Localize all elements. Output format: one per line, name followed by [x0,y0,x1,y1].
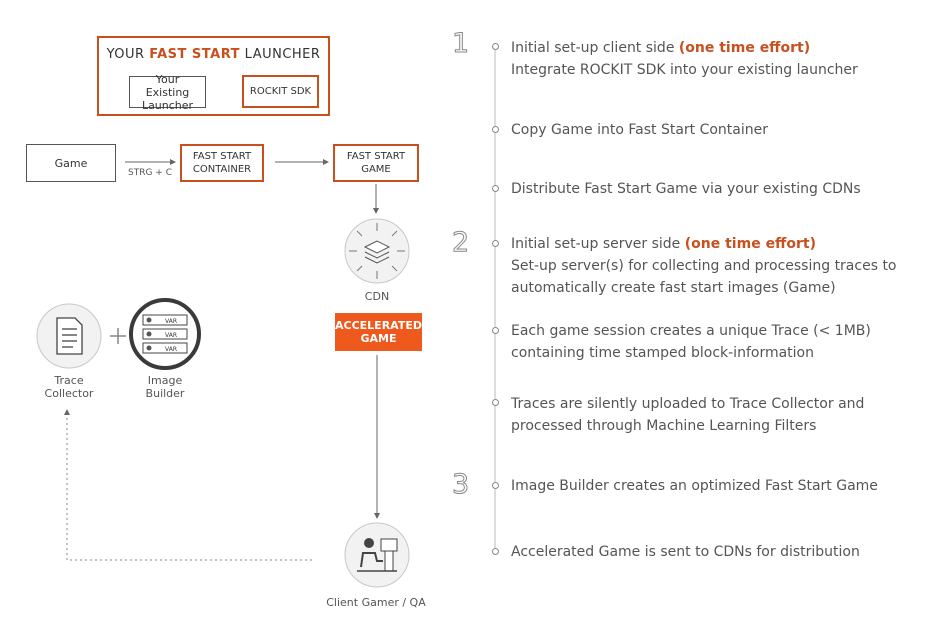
phase-3-number: 3 [451,469,470,501]
image-builder-icon: VAR VAR VAR [129,298,201,370]
launcher-title: YOUR FAST START LAUNCHER [106,47,321,62]
step-trace-created: Each game session creates a unique Trace… [511,323,871,361]
step-server-setup: Initial set-up server side (one time eff… [511,236,897,296]
timeline-dot [492,399,499,406]
trace-collector-icon [36,303,102,369]
accelerated-game-badge: ACCELERATED GAME [335,313,422,351]
client-gamer-icon [344,522,410,588]
step-copy-game: Copy Game into Fast Start Container [511,122,769,138]
step-accelerated-sent: Accelerated Game is sent to CDNs for dis… [511,544,860,560]
timeline-dot [492,240,499,247]
cdn-label: CDN [364,290,390,303]
timeline-dot [492,548,499,555]
step-client-setup: Initial set-up client side (one time eff… [511,40,858,78]
phase-2-number: 2 [451,227,470,259]
phase-1-number: 1 [451,28,470,60]
existing-launcher-box: Your Existing Launcher [129,73,206,112]
svg-text:VAR: VAR [165,332,177,339]
shortcut-label: STRG + C [128,168,172,178]
timeline-dot [492,185,499,192]
step-image-builder: Image Builder creates an optimized Fast … [511,478,878,494]
fast-start-container-box: FAST START CONTAINER [180,144,264,182]
step-distribute: Distribute Fast Start Game via your exis… [511,181,861,197]
timeline-dot [492,43,499,50]
svg-text:VAR: VAR [165,318,177,325]
client-label: Client Gamer / QA [326,596,426,609]
step-trace-uploaded: Traces are silently uploaded to Trace Co… [511,396,865,434]
fast-start-game-box: FAST START GAME [333,144,419,182]
timeline-dot [492,327,499,334]
rockit-sdk-box: ROCKIT SDK [242,75,319,108]
cdn-icon [344,218,410,284]
image-builder-label: Image Builder [145,374,185,400]
trace-collector-label: Trace Collector [44,374,94,400]
timeline-dot [492,482,499,489]
game-box: Game [26,144,116,182]
timeline-dot [492,126,499,133]
svg-text:VAR: VAR [165,346,177,353]
